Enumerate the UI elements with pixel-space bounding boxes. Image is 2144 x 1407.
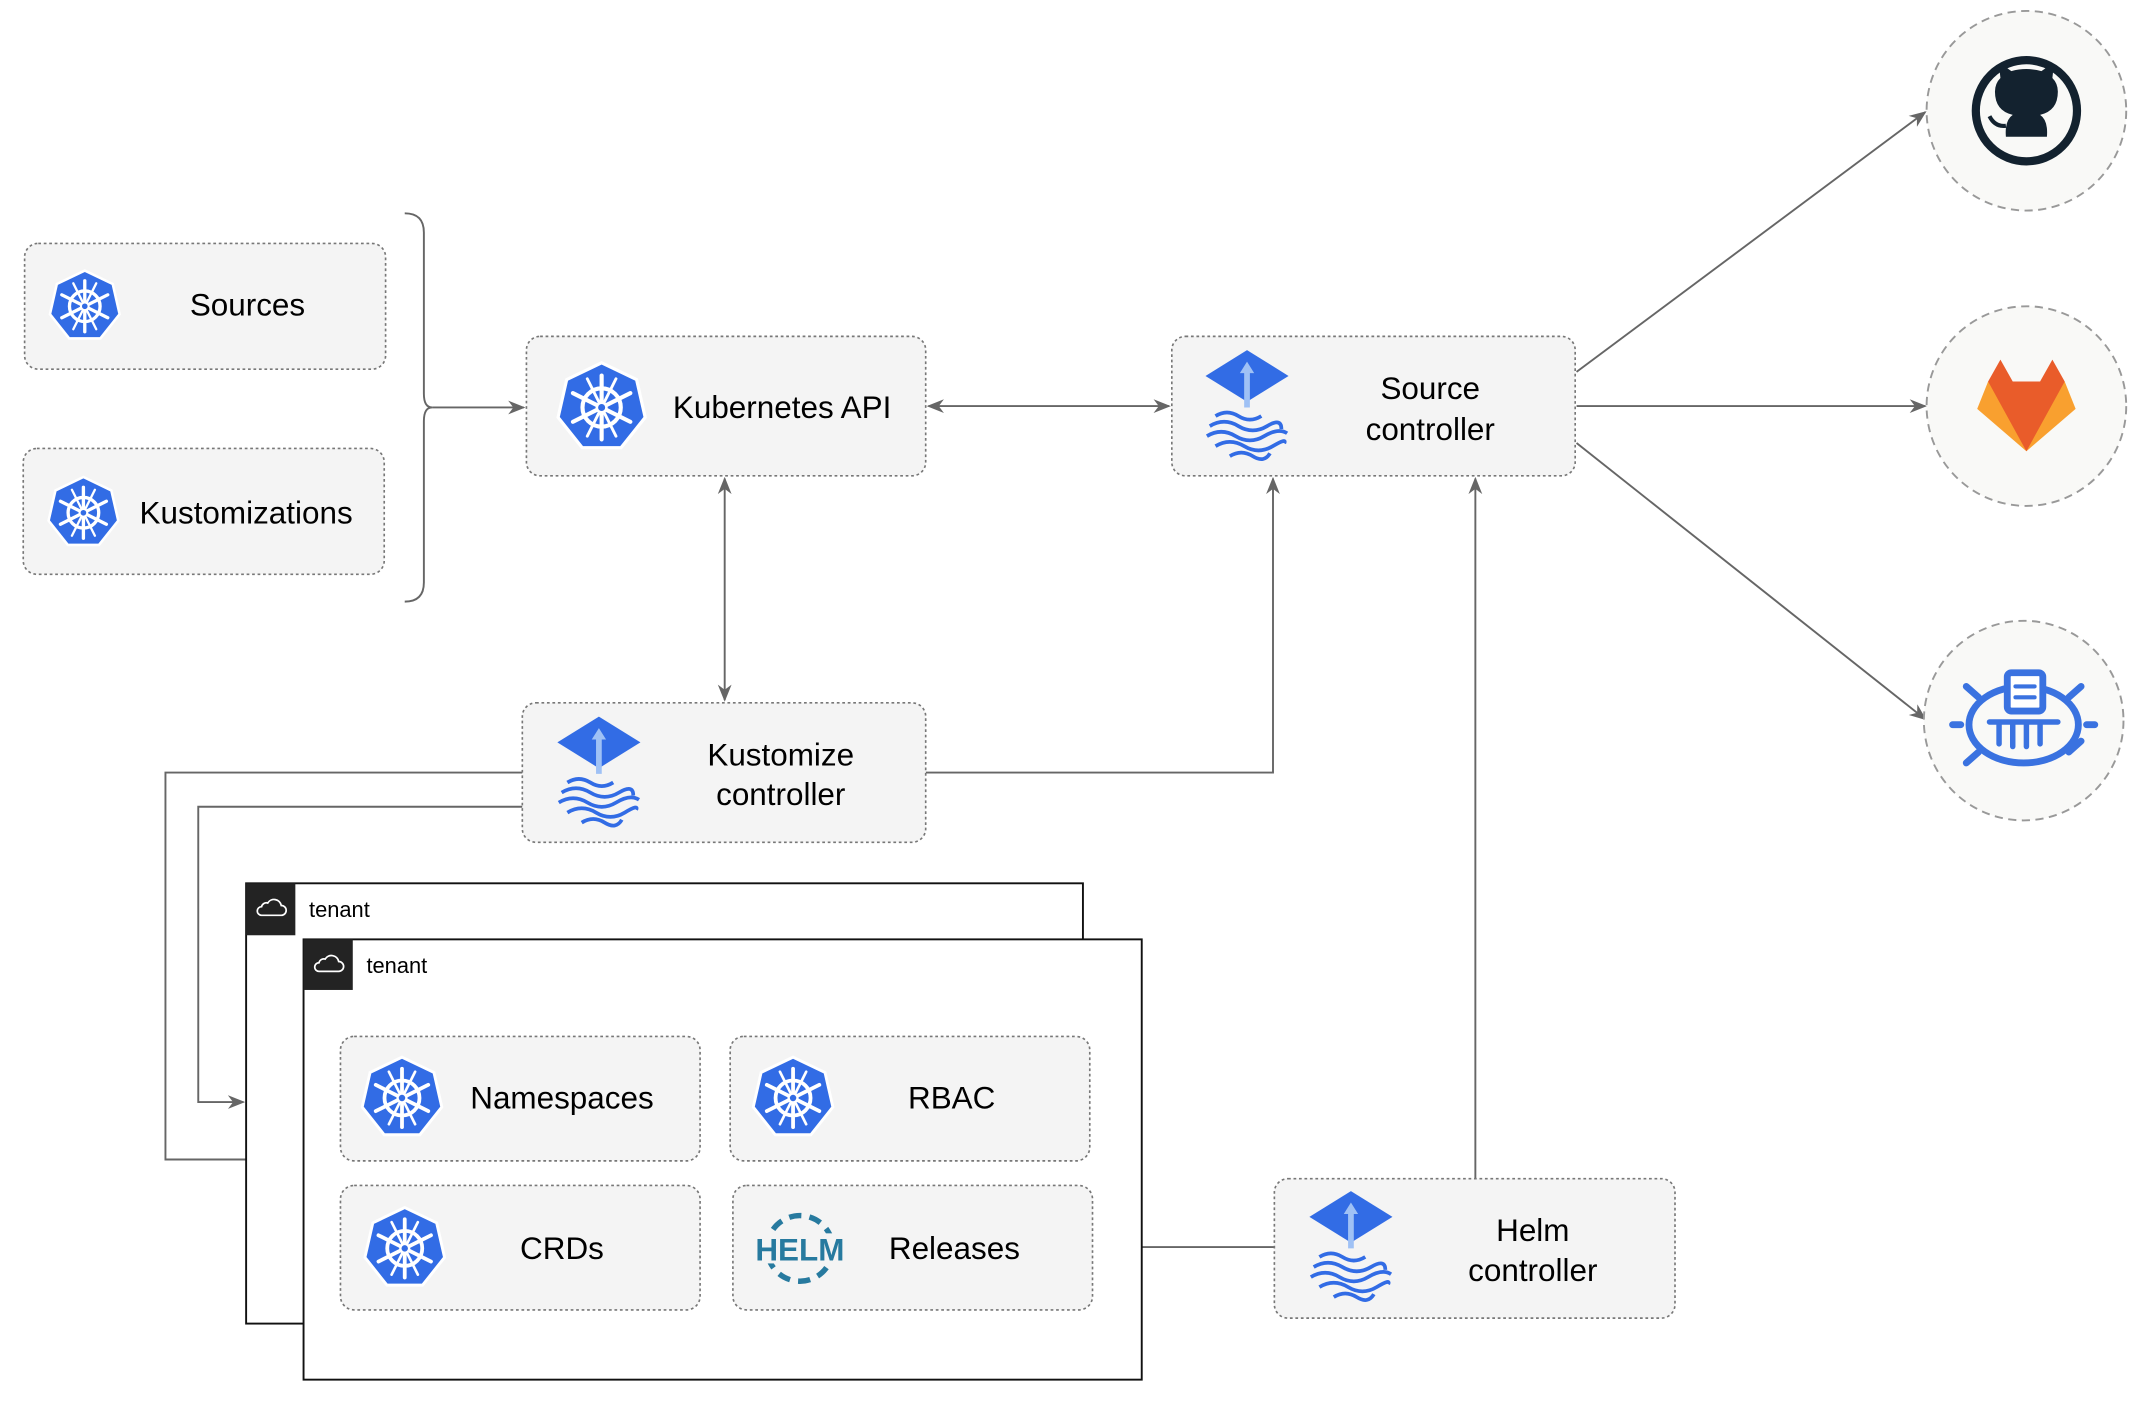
edge-kustomize-to-tenant-back bbox=[197, 805, 523, 1109]
node-label: Releases bbox=[889, 1231, 1020, 1266]
node-label-line1: Source bbox=[1380, 371, 1480, 406]
node-kubernetes-api[interactable]: Kubernetes API bbox=[525, 335, 927, 477]
helm-icon: HELM bbox=[754, 1212, 846, 1284]
node-label-line2: controller bbox=[716, 777, 845, 812]
external-gitlab[interactable] bbox=[1925, 305, 2128, 507]
edge-source-to-bucket bbox=[1575, 442, 1927, 721]
node-releases[interactable]: HELM Releases bbox=[732, 1184, 1094, 1311]
node-label: Sources bbox=[190, 287, 305, 322]
bucket-icon bbox=[1949, 669, 2099, 767]
node-crds[interactable]: CRDs bbox=[339, 1184, 701, 1311]
node-namespaces[interactable]: Namespaces bbox=[339, 1035, 701, 1162]
github-icon bbox=[1971, 56, 2082, 166]
edge-source-to-github bbox=[1575, 111, 1927, 373]
node-kustomizations[interactable]: Kustomizations bbox=[22, 447, 386, 576]
node-source-controller[interactable]: Source controller bbox=[1170, 335, 1577, 477]
node-label: Namespaces bbox=[470, 1080, 653, 1115]
tenant-label: tenant bbox=[366, 953, 427, 978]
brace-connector bbox=[404, 212, 433, 603]
node-label: Kustomizations bbox=[140, 495, 353, 530]
node-label-line2: controller bbox=[1468, 1253, 1597, 1288]
tenant-label: tenant bbox=[309, 897, 370, 922]
edge-kustomize-to-source bbox=[925, 476, 1280, 774]
node-rbac[interactable]: RBAC bbox=[729, 1035, 1091, 1162]
node-label-line1: Kustomize bbox=[707, 737, 854, 772]
edge-kustomize-to-tenant-front bbox=[164, 771, 523, 1167]
node-kustomize-controller[interactable]: Kustomize controller bbox=[521, 701, 927, 844]
node-label: RBAC bbox=[908, 1080, 995, 1115]
node-label: Kubernetes API bbox=[673, 390, 891, 425]
external-bucket[interactable] bbox=[1922, 619, 2125, 822]
external-github[interactable] bbox=[1925, 9, 2128, 212]
gitlab-icon bbox=[1977, 359, 2076, 452]
node-label-line1: Helm bbox=[1496, 1213, 1569, 1248]
node-label-line2: controller bbox=[1366, 412, 1495, 447]
node-label: CRDs bbox=[520, 1231, 604, 1266]
svg-text:HELM: HELM bbox=[755, 1232, 844, 1267]
node-helm-controller[interactable]: Helm controller bbox=[1273, 1177, 1676, 1319]
node-sources[interactable]: Sources bbox=[23, 242, 387, 371]
